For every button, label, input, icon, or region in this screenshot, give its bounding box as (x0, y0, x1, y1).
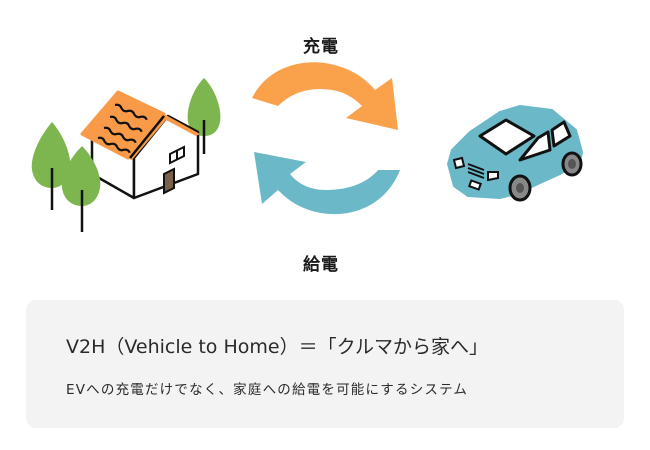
charge-label: 充電 (303, 37, 339, 57)
cycle-arrows-icon (252, 62, 400, 215)
charge-arrow-icon (252, 62, 398, 130)
wheel-icon (508, 174, 532, 202)
supply-label: 給電 (303, 255, 339, 275)
car-illustration (447, 105, 583, 202)
wheel-icon (561, 151, 583, 177)
caption-title: V2H（Vehicle to Home）＝「クルマから家へ」 (66, 336, 489, 358)
caption-panel: V2H（Vehicle to Home）＝「クルマから家へ」 EVへの充電だけで… (26, 300, 624, 428)
caption-subtitle: EVへの充電だけでなく、家庭への給電を可能にするシステム (66, 382, 469, 398)
supply-arrow-icon (254, 152, 400, 215)
tree-icon (31, 122, 71, 210)
house-illustration (31, 78, 221, 232)
tree-icon (61, 146, 101, 232)
tree-icon (187, 78, 221, 154)
